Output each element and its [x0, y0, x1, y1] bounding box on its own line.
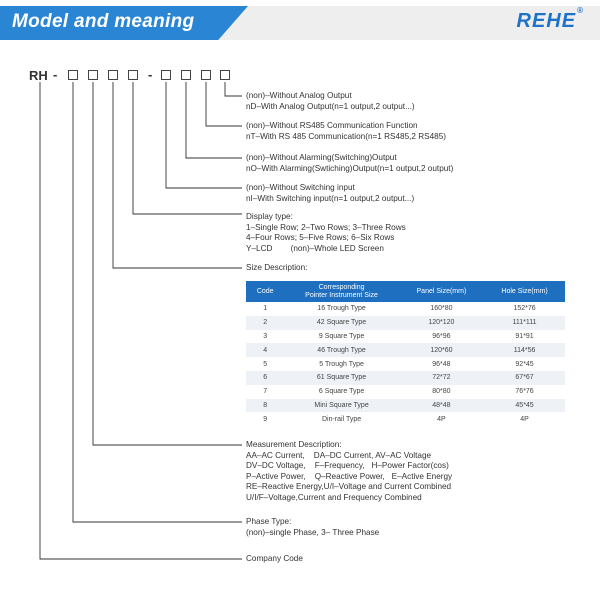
table-row: 7 6 Square Type 80*80 76*76: [246, 385, 565, 399]
cell-code: 8: [246, 398, 285, 413]
phase-desc: Phase Type: (non)–single Phase, 3– Three…: [246, 517, 380, 537]
rs485-desc: (non)–Without RS485 Communication Functi…: [246, 121, 447, 141]
cell-pointer: 46 Trough Type: [284, 343, 399, 358]
cell-pointer: 61 Square Type: [284, 370, 399, 385]
cell-code: 5: [263, 360, 268, 368]
cell-code: 2: [246, 315, 285, 330]
code-box-phase: [88, 70, 98, 80]
cell-panel: 80*80: [432, 388, 451, 396]
cell-hole: 76*76: [515, 388, 534, 396]
code-box-measurement: [108, 70, 118, 80]
model-dash-2: -: [148, 67, 153, 82]
cell-code: 1: [263, 305, 268, 313]
line-analog: [39, 82, 242, 560]
cell-code: 3: [263, 332, 268, 340]
cell-hole: 4P: [520, 415, 529, 423]
display-type-desc: Display type: 1–Single Row; 2–Two Rows; …: [246, 212, 406, 253]
col-hole: Hole Size(mm): [484, 281, 565, 302]
cell-hole: 91*91: [515, 332, 534, 340]
cell-panel: 4P: [437, 415, 446, 423]
title-banner: Model and meaning: [0, 6, 248, 40]
analog-output-desc: (non)–Without Analog Output nD–With Anal…: [246, 91, 415, 111]
code-box-size: [128, 70, 138, 80]
header-band: Model and meaning REHE®: [0, 6, 600, 40]
cell-panel: 96*96: [432, 332, 451, 340]
cell-hole: 45*45: [484, 398, 565, 413]
cell-pointer: Din-rail Type: [321, 415, 362, 423]
code-box-company: [68, 70, 78, 80]
col-pointer: Corresponding Pointer Instrument Size: [284, 281, 399, 302]
cell-code: 7: [263, 388, 268, 396]
cell-hole: 92*45: [515, 360, 534, 368]
cell-pointer: 9 Square Type: [318, 332, 365, 340]
cell-hole: 111*111: [484, 315, 565, 330]
code-box-display: [161, 70, 171, 80]
table-row: 5 5 Trough Type 96*48 92*45: [246, 357, 565, 371]
cell-pointer: 16 Trough Type: [317, 305, 366, 313]
cell-pointer: 42 Square Type: [284, 315, 399, 330]
cell-pointer: 5 Trough Type: [319, 360, 364, 368]
cell-panel: 48*48: [398, 398, 485, 413]
switching-input-desc: (non)–Without Switching input nI–With Sw…: [246, 183, 415, 203]
size-table: Code Corresponding Pointer Instrument Si…: [246, 281, 565, 426]
cell-hole: 152*76: [513, 305, 536, 313]
cell-hole: 67*67: [484, 370, 565, 385]
cell-code: 6: [246, 370, 285, 385]
table-row: 9 Din-rail Type 4P 4P: [246, 412, 565, 426]
cell-panel: 120*60: [398, 343, 485, 358]
table-row: 3 9 Square Type 96*96 91*91: [246, 330, 565, 344]
code-box-alarming: [201, 70, 211, 80]
size-desc: Size Description:: [246, 263, 308, 272]
cell-code: 4: [246, 343, 285, 358]
col-code: Code: [246, 281, 285, 302]
code-box-rs485: [220, 70, 230, 80]
logo-text: REHE: [516, 10, 577, 32]
col-panel: Panel Size(mm): [398, 281, 485, 302]
cell-panel: 120*120: [398, 315, 485, 330]
model-dash-1: -: [53, 67, 58, 82]
cell-panel: 96*48: [432, 360, 451, 368]
alarming-desc: (non)–Without Alarming(Switching)Output …: [246, 153, 454, 173]
cell-hole: 114*56: [484, 343, 565, 358]
measurement-desc: Measurement Description: AA–AC Current, …: [246, 440, 453, 502]
cell-code: 9: [263, 415, 268, 423]
cell-panel: 160*80: [430, 305, 453, 313]
size-table-header: Code Corresponding Pointer Instrument Si…: [246, 281, 565, 302]
brand-logo: REHE®: [516, 6, 584, 33]
cell-pointer: Mini Square Type: [284, 398, 399, 413]
cell-panel: 72*72: [398, 370, 485, 385]
col-pointer-line2: Pointer Instrument Size: [305, 291, 378, 299]
registered-mark: ®: [577, 6, 584, 16]
company-code-desc: Company Code: [246, 554, 303, 563]
code-box-switching: [181, 70, 191, 80]
model-prefix: RH: [29, 68, 48, 83]
cell-pointer: 6 Square Type: [318, 388, 365, 396]
col-pointer-line1: Corresponding: [318, 283, 365, 291]
table-row: 1 16 Trough Type 160*80 152*76: [246, 302, 565, 316]
page-title: Model and meaning: [12, 11, 195, 32]
